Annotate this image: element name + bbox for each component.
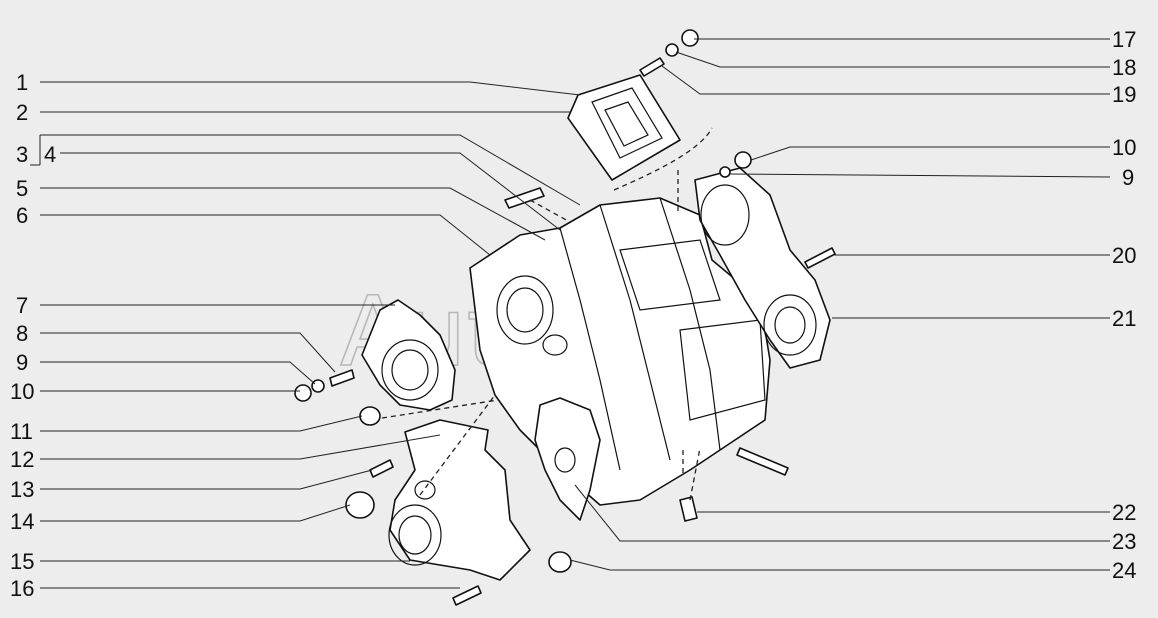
callout-3: 3: [16, 142, 28, 167]
guide-dash: [381, 127, 713, 501]
callout-24: 24: [1112, 558, 1136, 583]
callout-4: 4: [44, 142, 56, 167]
callout-9: 9: [16, 350, 28, 375]
callout-5: 5: [16, 176, 28, 201]
callout-13: 13: [10, 477, 34, 502]
callout-23: 23: [1112, 529, 1136, 554]
callout-14: 14: [10, 509, 34, 534]
gasket-plate: [534, 397, 601, 521]
callout-10-r: 10: [1112, 135, 1136, 160]
right-cover: [694, 167, 831, 369]
callout-11: 11: [10, 419, 33, 444]
callout-20: 20: [1112, 243, 1136, 268]
small-parts: [294, 29, 836, 606]
callout-10: 10: [10, 379, 34, 404]
top-cover-plate: [567, 74, 681, 181]
callout-16: 16: [10, 576, 34, 601]
callout-15: 15: [10, 549, 34, 574]
front-flange-housing: [361, 299, 456, 411]
callout-19: 19: [1112, 82, 1136, 107]
callouts-right: 17 18 19 10 9 20 21 22 23 24: [1112, 27, 1136, 583]
callout-18: 18: [1112, 55, 1136, 80]
lower-flange-housing: [388, 419, 531, 581]
callout-7: 7: [16, 293, 28, 318]
callout-8: 8: [16, 321, 28, 346]
callouts-left: 1 2 3 4 5 6 7 8 9 10 11 12 13 14 15 16: [10, 70, 56, 601]
callout-17: 17: [1112, 27, 1136, 52]
callout-12: 12: [10, 447, 34, 472]
leader-lines: [30, 38, 1111, 589]
callout-22: 22: [1112, 500, 1136, 525]
callout-1: 1: [16, 70, 28, 95]
callout-2: 2: [16, 100, 28, 125]
callout-6: 6: [16, 203, 28, 228]
callout-9-r: 9: [1122, 165, 1134, 190]
callout-21: 21: [1112, 306, 1136, 331]
